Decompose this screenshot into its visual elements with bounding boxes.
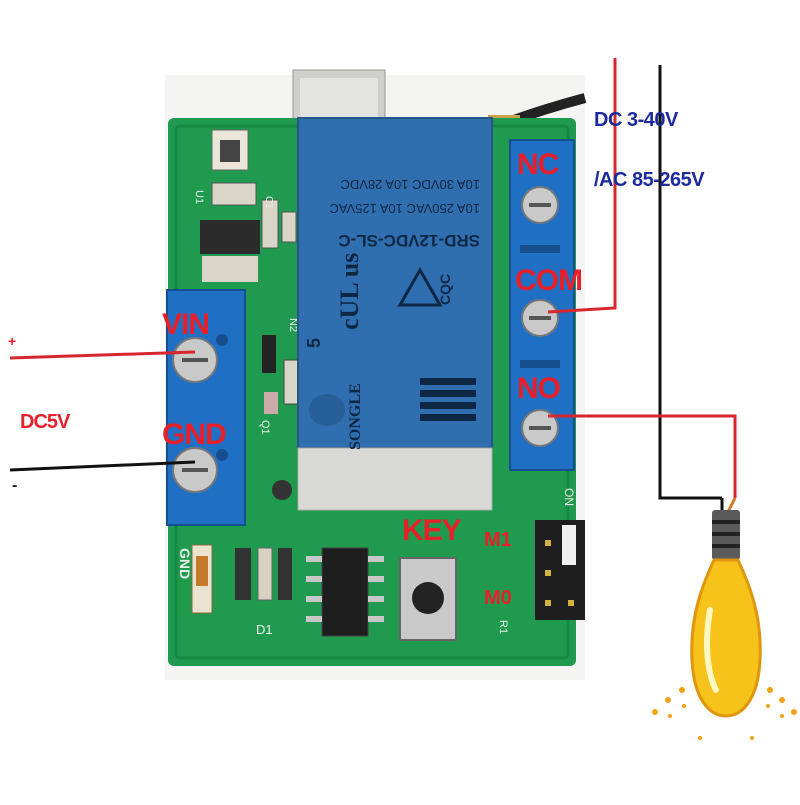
m1-label: M1 (484, 529, 512, 551)
diode (262, 335, 276, 373)
gnd-label: GND (162, 418, 227, 451)
relay-rating-2: 10A 30VDC 10A 28VDC (341, 177, 480, 192)
terminal-hole-1 (216, 334, 228, 346)
cqc-mark: CQC (437, 274, 453, 305)
led-d1 (257, 547, 273, 601)
relay-mark (309, 394, 345, 426)
com-label: COM (515, 264, 583, 297)
key-button (412, 582, 444, 614)
relay-base (297, 447, 493, 511)
silk-u1: U1 (193, 190, 205, 204)
nc-label: NC (517, 148, 559, 181)
plus-sign: + (8, 333, 17, 349)
silk-gnd: GND (177, 548, 193, 579)
smd-part-1 (211, 182, 257, 206)
vin-wire-red (9, 350, 196, 360)
no-wire-red (548, 414, 737, 498)
smd-part-2 (202, 256, 258, 282)
top-connector-inner (300, 78, 378, 118)
dc-range-label: DC 3-40V (594, 109, 678, 131)
gnd-wire-black (9, 460, 196, 472)
silk-n2: N2 (287, 318, 299, 332)
smd-part-4 (281, 211, 297, 243)
silk-d1: D1 (256, 622, 273, 637)
bulb-highlight (704, 607, 719, 693)
silk-on: ON (562, 488, 576, 506)
ul-mark: cUL us (335, 253, 364, 330)
bulb-glass (690, 558, 762, 718)
capacitor-stripe (196, 556, 208, 586)
m0-label: M0 (484, 587, 512, 609)
jumper-pins (545, 540, 574, 606)
cqc-triangle (397, 266, 443, 307)
relay-rating-1: 10A 250VAC 10A 125VAC (329, 201, 480, 216)
lamp-wire-black (658, 65, 722, 500)
smd-bottom-1 (235, 548, 251, 600)
relay-print: SRD-12VDC-SL-C 10A 250VAC 10A 125VAC 10A… (329, 177, 480, 250)
led-small (264, 392, 278, 414)
silk-q1: Q1 (259, 420, 271, 435)
vin-label: VIN (162, 308, 210, 341)
smd-bottom-2 (278, 548, 292, 600)
minus-sign: - (12, 477, 18, 494)
terminal-divider-2 (520, 360, 560, 368)
light-rays (652, 687, 797, 740)
silk-c1: C1 (263, 196, 274, 209)
relay-number: 5 (304, 338, 324, 348)
ac-range-label: /AC 85-265V (594, 169, 705, 191)
smd-chip (220, 140, 240, 162)
jumper-cap (562, 525, 576, 565)
resistor (283, 359, 299, 405)
key-label: KEY (402, 514, 462, 547)
lamp-lead-orange (726, 497, 737, 513)
light-bulb-icon (690, 510, 762, 718)
com-wire-red (547, 58, 617, 314)
smd-part-3 (261, 199, 279, 249)
dc5v-label: DC5V (20, 411, 70, 433)
silk-r1: R1 (497, 620, 509, 634)
jumper-header (535, 520, 585, 620)
regulator-chip (200, 220, 260, 254)
ic-chip (321, 547, 369, 637)
no-label: NO (517, 372, 561, 405)
songle-logo (420, 378, 476, 421)
transistor (272, 480, 292, 500)
terminal-hole-2 (216, 449, 228, 461)
relay-brand: SONGLE (347, 383, 364, 450)
ic-pins (306, 556, 384, 622)
terminal-divider-1 (520, 245, 560, 253)
relay-model: SRD-12VDC-SL-C (338, 231, 480, 250)
